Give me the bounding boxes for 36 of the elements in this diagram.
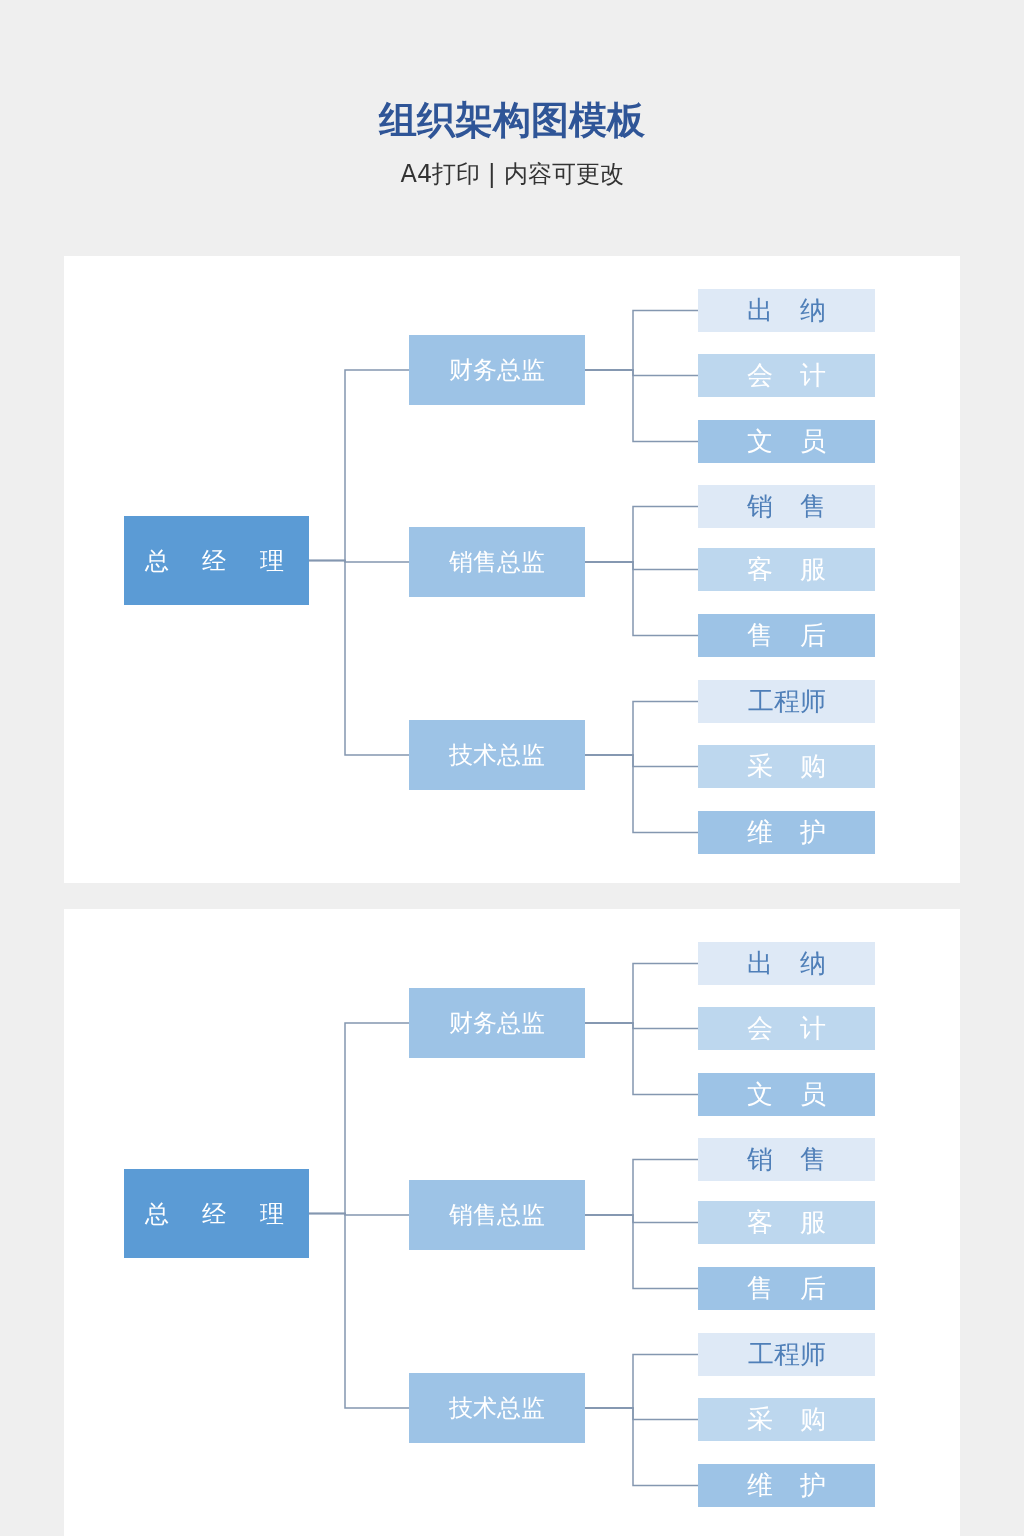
staff-box: 文 员 (698, 1073, 875, 1116)
director-box: 技术总监 (409, 720, 585, 790)
connector-line (584, 369, 699, 443)
connector-line (584, 1022, 699, 1096)
staff-box: 采 购 (698, 745, 875, 788)
staff-box: 出 纳 (698, 289, 875, 332)
staff-box: 出 纳 (698, 942, 875, 985)
subtitle: A4打印 | 内容可更改 (400, 159, 624, 190)
staff-box: 文 员 (698, 420, 875, 463)
staff-box: 工程师 (698, 1333, 875, 1376)
staff-box: 销 售 (698, 1138, 875, 1181)
staff-box: 会 计 (698, 354, 875, 397)
connector-line (584, 1214, 699, 1290)
manager-box: 总 经 理 (124, 1169, 309, 1258)
staff-box: 维 护 (698, 811, 875, 854)
connector-line (584, 1407, 699, 1487)
director-box: 销售总监 (409, 1180, 585, 1250)
staff-box: 销 售 (698, 485, 875, 528)
staff-box: 会 计 (698, 1007, 875, 1050)
director-box: 销售总监 (409, 527, 585, 597)
connector-line (584, 754, 699, 834)
manager-box: 总 经 理 (124, 516, 309, 605)
staff-box: 售 后 (698, 614, 875, 657)
staff-box: 工程师 (698, 680, 875, 723)
staff-box: 售 后 (698, 1267, 875, 1310)
staff-box: 客 服 (698, 1201, 875, 1244)
staff-box: 采 购 (698, 1398, 875, 1441)
title: 组织架构图模板 (379, 97, 645, 144)
staff-box: 维 护 (698, 1464, 875, 1507)
director-box: 财务总监 (409, 988, 585, 1058)
director-box: 技术总监 (409, 1373, 585, 1443)
connector-line (308, 559, 410, 756)
staff-box: 客 服 (698, 548, 875, 591)
connector-line (308, 1212, 410, 1409)
director-box: 财务总监 (409, 335, 585, 405)
connector-line (584, 561, 699, 637)
